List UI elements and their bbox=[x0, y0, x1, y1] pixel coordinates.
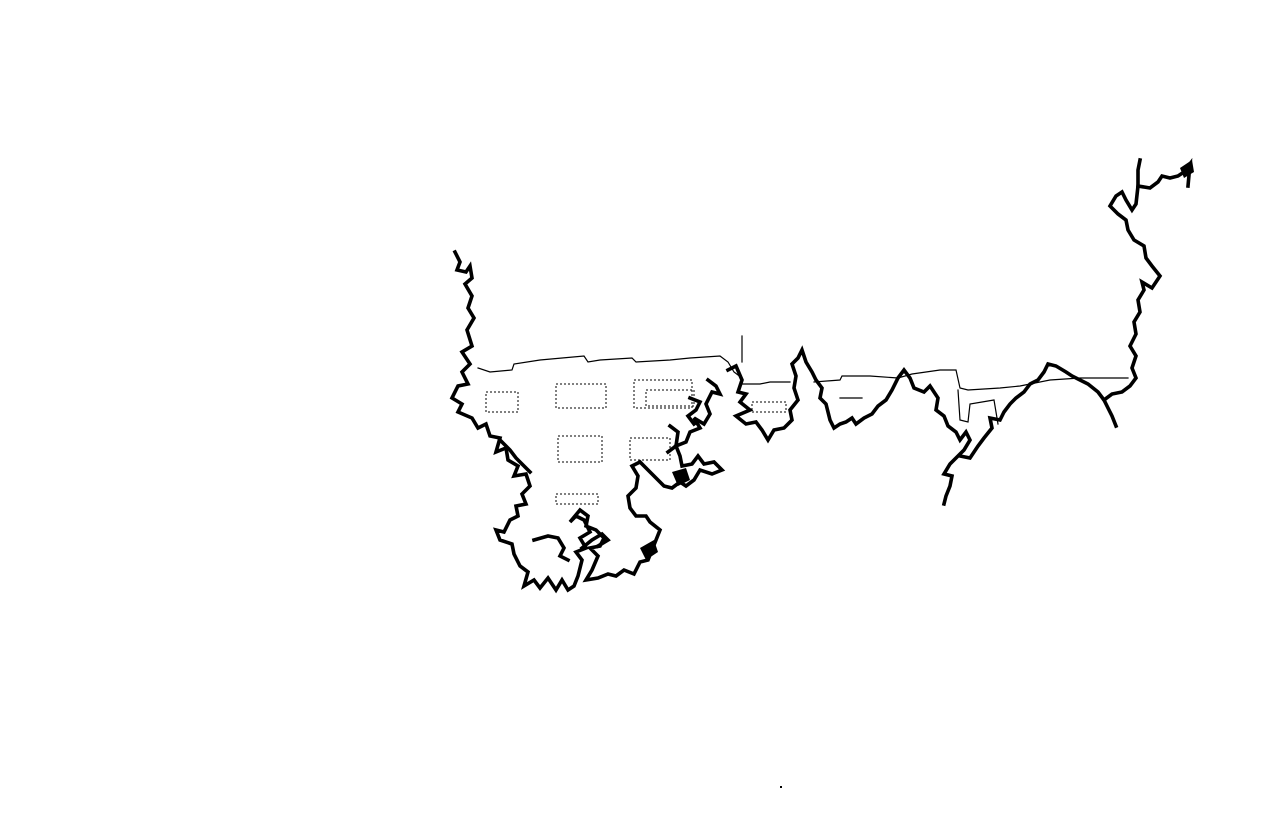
left-lobe-branch-c bbox=[497, 437, 533, 475]
dotted-box-2 bbox=[555, 383, 607, 409]
top-right-arrowhead bbox=[1180, 160, 1194, 178]
right-tail-outline bbox=[1101, 157, 1163, 403]
left-lobe-branch-e bbox=[685, 395, 703, 427]
dotted-box-7 bbox=[555, 493, 599, 505]
dotted-box-6 bbox=[629, 437, 671, 461]
dotted-box-8 bbox=[751, 401, 787, 413]
dotted-box-3 bbox=[633, 379, 693, 409]
filled-blob-1 bbox=[640, 540, 658, 560]
left-lobe-branch-b bbox=[579, 531, 611, 551]
stray-dot bbox=[780, 786, 782, 788]
middle-thin-inner bbox=[957, 389, 999, 425]
middle-thin-edge bbox=[813, 369, 1129, 391]
dotted-box-4 bbox=[645, 389, 695, 407]
left-lobe-branch-a bbox=[531, 534, 571, 563]
dotted-box-1 bbox=[485, 391, 519, 413]
right-middle-outline bbox=[957, 361, 1119, 461]
upper-thin-edge bbox=[477, 355, 791, 385]
left-lobe-outline bbox=[449, 249, 726, 594]
filled-blob-2 bbox=[672, 468, 690, 486]
middle-outline bbox=[725, 345, 973, 507]
left-lobe-branch-d bbox=[665, 423, 680, 455]
dotted-box-5 bbox=[557, 435, 603, 463]
